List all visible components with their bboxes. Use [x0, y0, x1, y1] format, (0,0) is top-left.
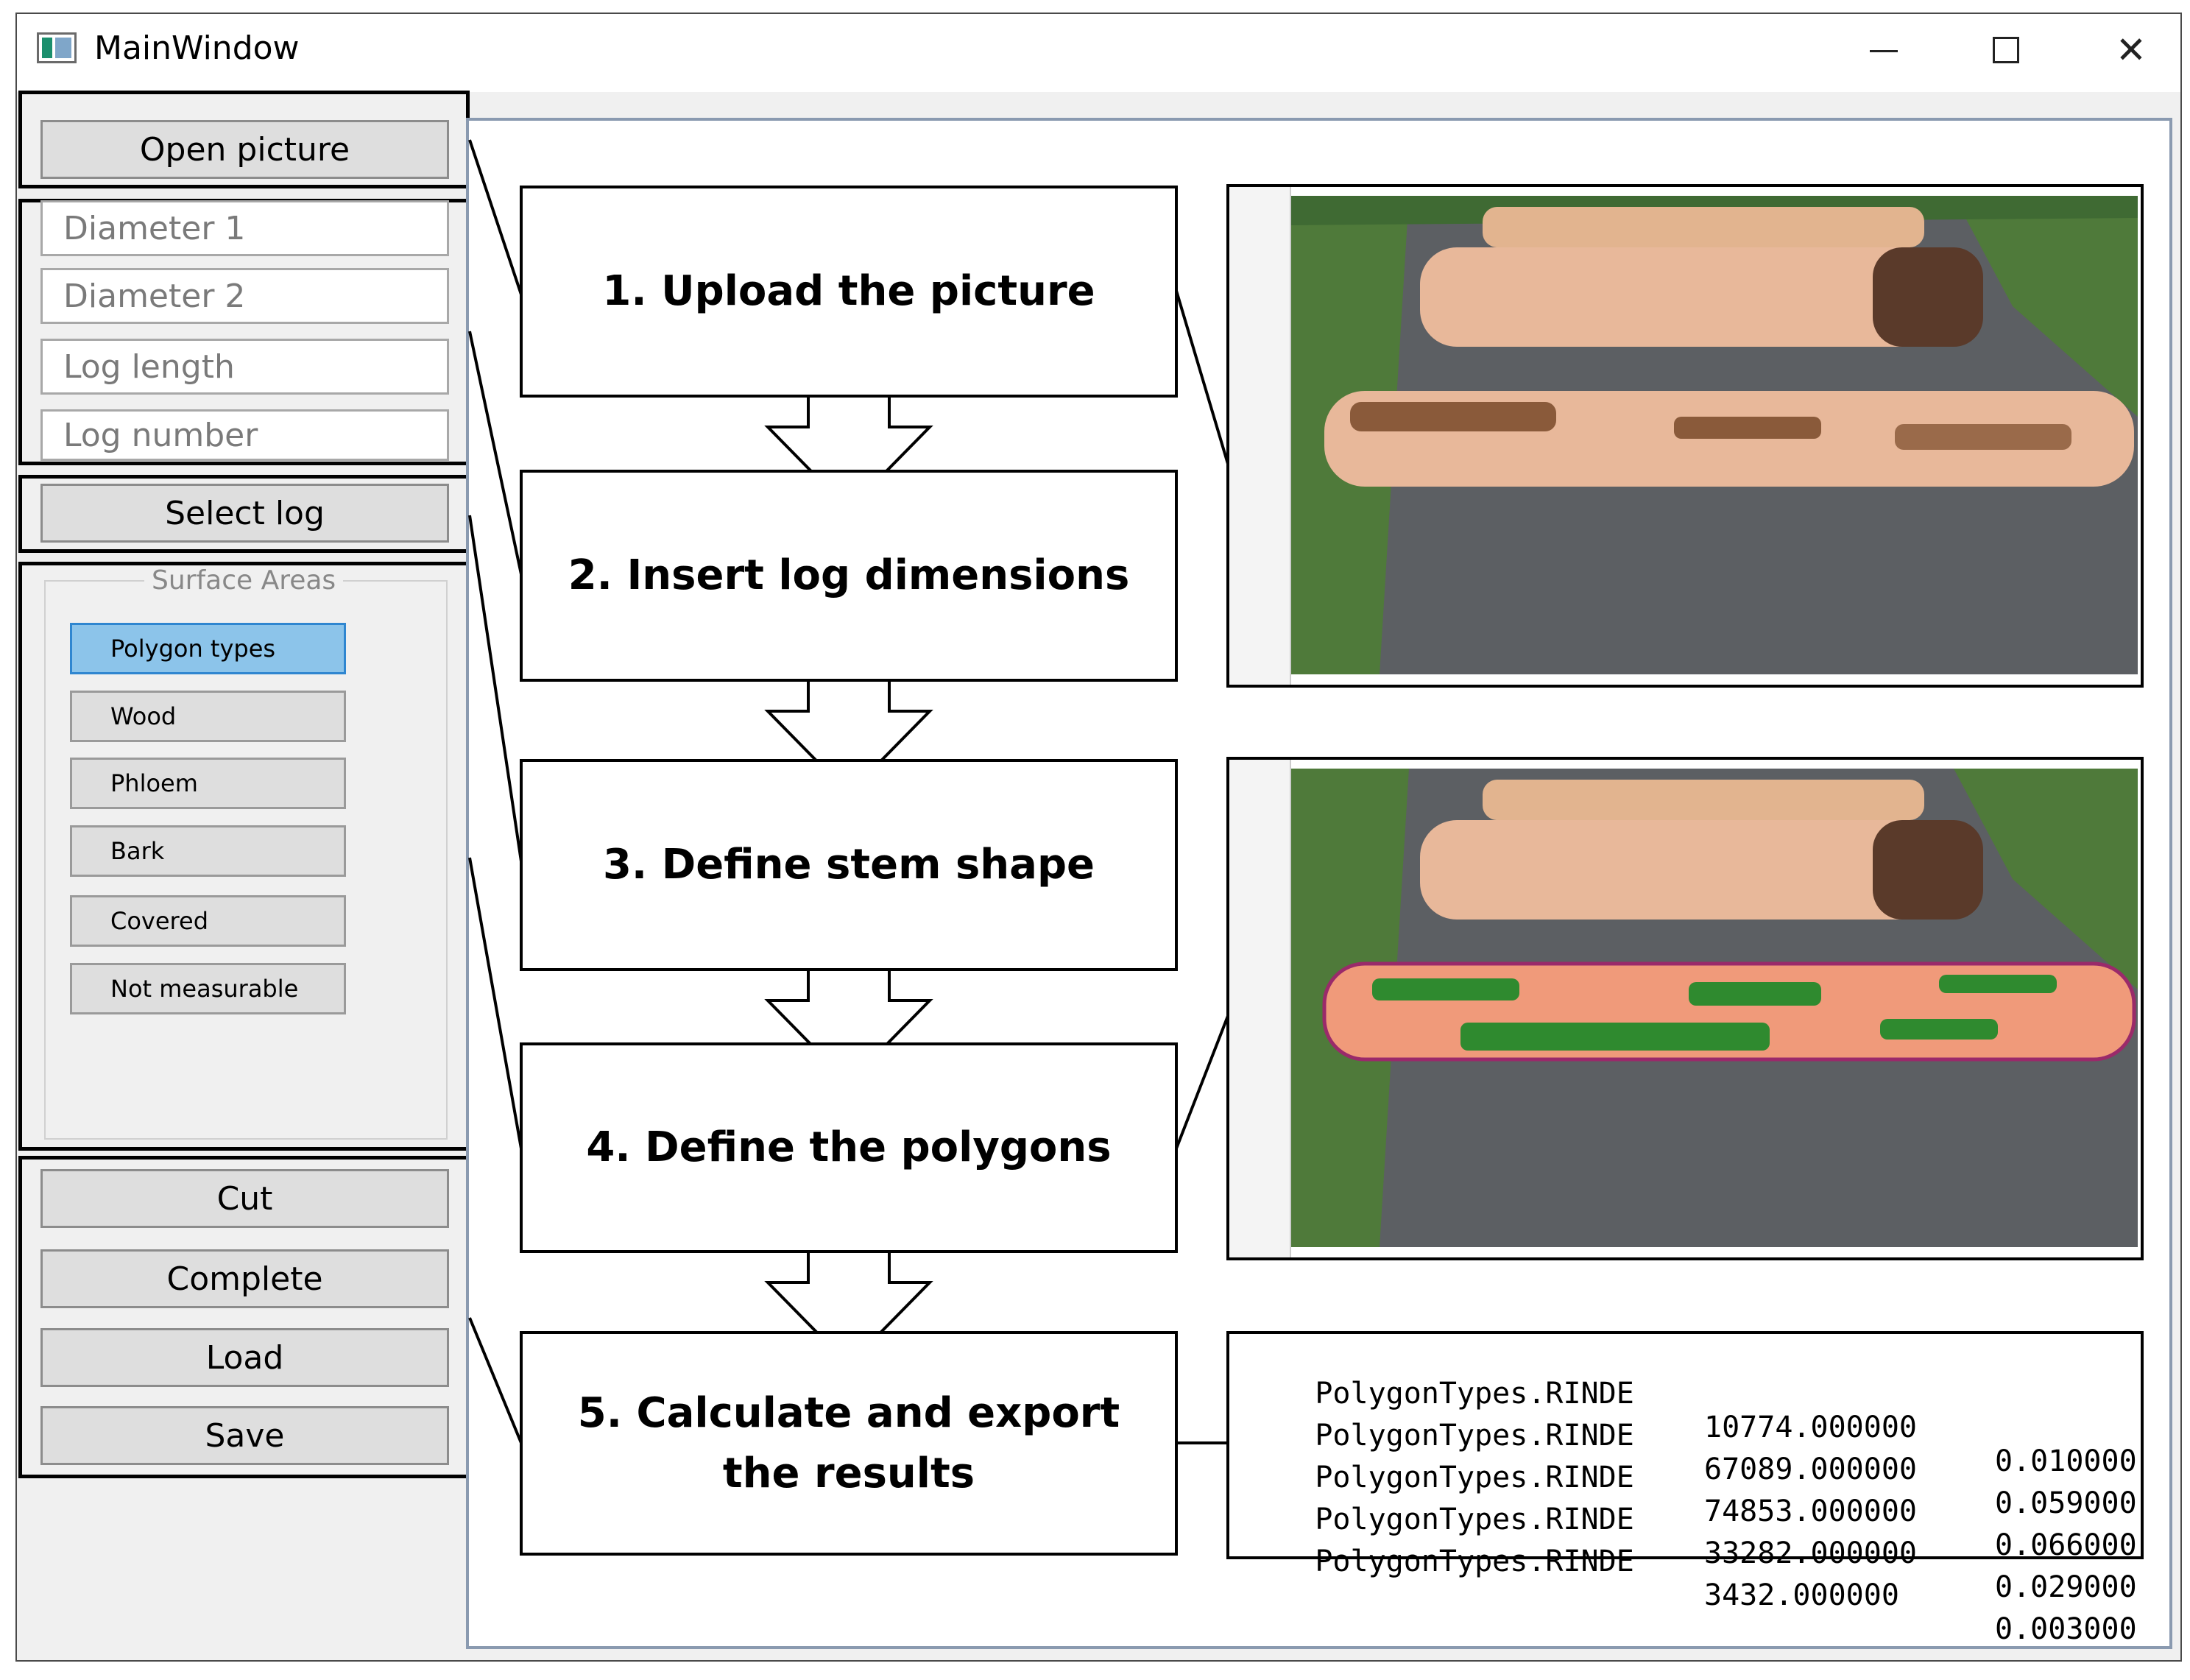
area-cell: 10774.000000 — [1704, 1411, 1917, 1444]
mini-app-sidebar — [1229, 760, 1291, 1257]
polygon-type-cell: PolygonTypes.RINDE — [1315, 1503, 1634, 1536]
close-icon[interactable]: ✕ — [2116, 29, 2147, 71]
value-cell: 0.029000 — [1995, 1570, 2137, 1604]
diameter-2-field[interactable]: Diameter 2 — [40, 268, 449, 324]
complete-button[interactable]: Complete — [40, 1249, 449, 1308]
open-picture-button[interactable]: Open picture — [40, 120, 449, 179]
polygon-type-cell: PolygonTypes.RINDE — [1315, 1545, 1634, 1578]
value-cell: 0.066000 — [1995, 1528, 2137, 1562]
log-number-field[interactable]: Log number — [40, 409, 449, 461]
phloem-button[interactable]: Phloem — [70, 758, 346, 809]
window-title: MainWindow — [94, 29, 300, 67]
step-upload-picture: 1. Upload the picture — [520, 186, 1178, 398]
table-row: PolygonTypes.RINDE 3432.000000 0.003000 — [1244, 1511, 2136, 1680]
polygon-type-cell: PolygonTypes.RINDE — [1315, 1461, 1634, 1494]
value-cell: 0.010000 — [1995, 1444, 2137, 1478]
area-cell: 74853.000000 — [1704, 1494, 1917, 1528]
log-length-field[interactable]: Log length — [40, 339, 449, 395]
step-insert-dimensions: 2. Insert log dimensions — [520, 470, 1178, 682]
results-table: PolygonTypes.RINDE 10774.000000 0.010000… — [1226, 1331, 2144, 1646]
title-bar — [17, 14, 2180, 92]
step-define-stem-shape: 3. Define stem shape — [520, 759, 1178, 971]
cut-button[interactable]: Cut — [40, 1169, 449, 1228]
area-cell: 3432.000000 — [1704, 1578, 1899, 1612]
minimize-icon[interactable] — [1862, 28, 1907, 72]
value-cell: 0.059000 — [1995, 1486, 2137, 1520]
value-cell: 0.003000 — [1995, 1612, 2137, 1646]
down-arrows — [764, 396, 933, 1367]
polygon-photo-screenshot — [1226, 757, 2144, 1260]
app-window-icon — [37, 32, 77, 63]
table-row: PolygonTypes.RINDE 33282.000000 0.029000 — [1244, 1469, 2136, 1638]
polygon-type-cell: PolygonTypes.RINDE — [1315, 1419, 1634, 1453]
step-calculate-export: 5. Calculate and export the results — [520, 1331, 1178, 1556]
area-cell: 33282.000000 — [1704, 1536, 1917, 1570]
surface-areas-title: Surface Areas — [144, 565, 344, 596]
step-define-polygons: 4. Define the polygons — [520, 1042, 1178, 1253]
load-button[interactable]: Load — [40, 1328, 449, 1387]
bark-button[interactable]: Bark — [70, 825, 346, 877]
save-button[interactable]: Save — [40, 1406, 449, 1465]
log-photo — [1291, 196, 2138, 674]
table-row: PolygonTypes.RINDE 67089.000000 0.059000 — [1244, 1385, 2136, 1554]
wood-button[interactable]: Wood — [70, 691, 346, 742]
covered-button[interactable]: Covered — [70, 895, 346, 947]
polygon-types-button[interactable]: Polygon types — [70, 623, 346, 674]
select-log-button[interactable]: Select log — [40, 484, 449, 543]
mini-app-sidebar — [1229, 187, 1291, 685]
table-row: PolygonTypes.RINDE 10774.000000 0.010000 — [1244, 1343, 2136, 1512]
table-row: PolygonTypes.RINDE 74853.000000 0.066000 — [1244, 1427, 2136, 1596]
maximize-icon[interactable] — [1985, 28, 2030, 72]
diameter-1-field[interactable]: Diameter 1 — [40, 200, 449, 256]
polygon-photo — [1291, 769, 2138, 1247]
polygon-type-cell: PolygonTypes.RINDE — [1315, 1377, 1634, 1411]
area-cell: 67089.000000 — [1704, 1453, 1917, 1486]
log-photo-screenshot — [1226, 184, 2144, 688]
not-measurable-button[interactable]: Not measurable — [70, 963, 346, 1014]
